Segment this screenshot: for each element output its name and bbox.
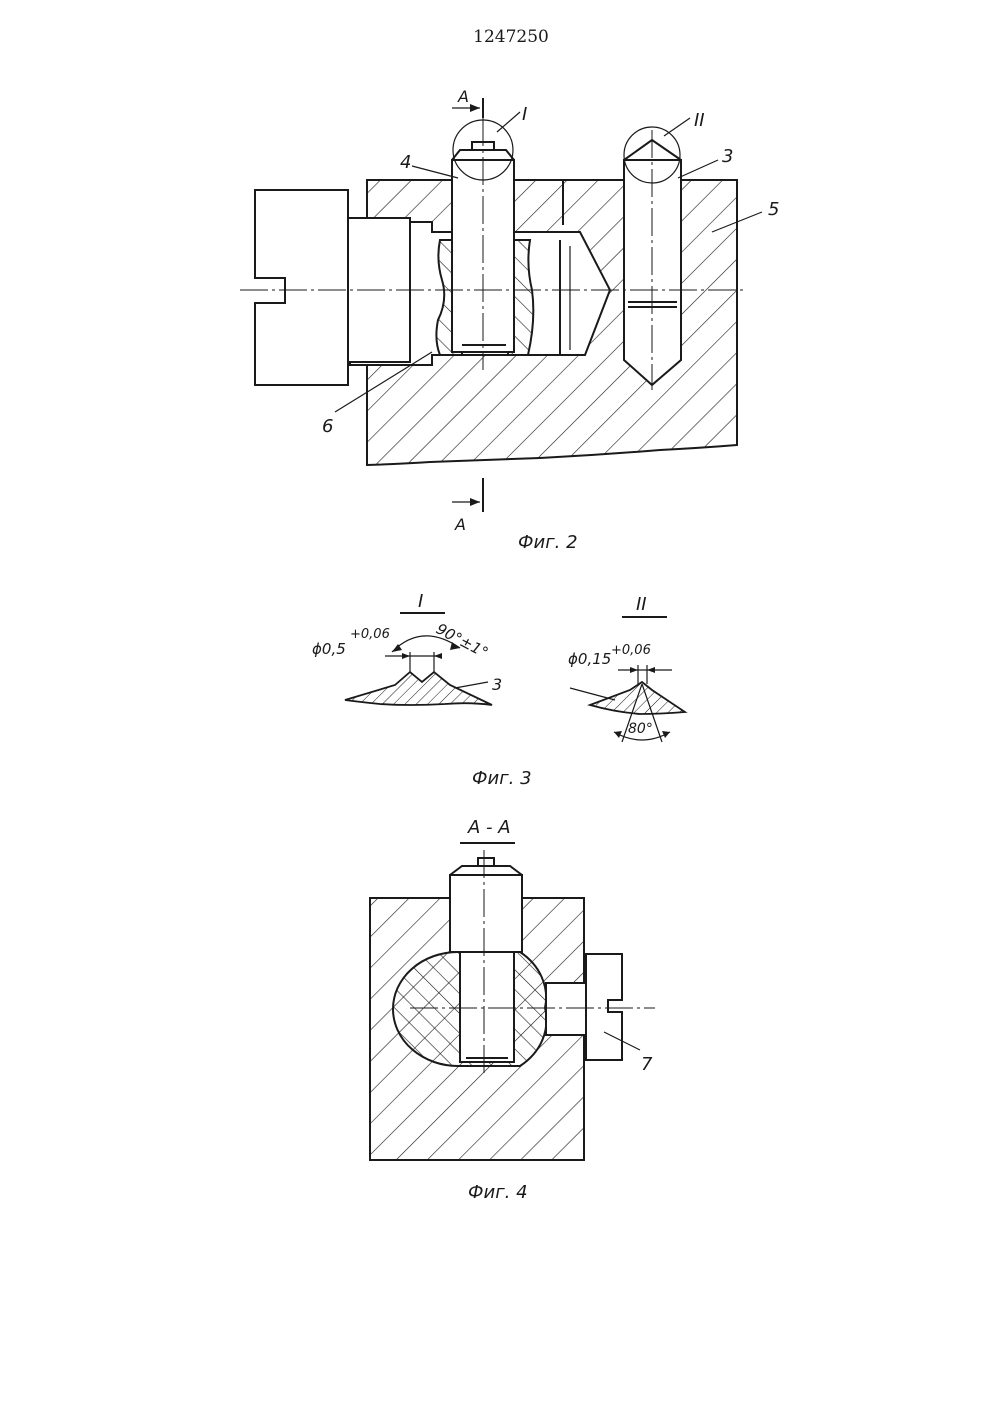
part-label-7: 7 <box>641 1054 653 1075</box>
section-pin <box>460 952 514 1062</box>
side-screw-7 <box>586 954 622 1060</box>
section-title: А - А <box>467 817 511 838</box>
detail-I-tip <box>345 672 492 705</box>
section-mark-top: А <box>457 87 469 106</box>
part-label-3: 3 <box>722 146 733 167</box>
part-label-6: 6 <box>322 416 333 437</box>
figure-4-caption: Фиг. 4 <box>468 1182 528 1203</box>
section-mark-bottom: А <box>454 515 466 534</box>
part-label-4: 4 <box>400 152 411 173</box>
detail-I-part-label: 3 <box>492 675 502 694</box>
detail-II-diameter-tol: +0,06 <box>611 643 651 658</box>
part-label-5: 5 <box>768 199 779 220</box>
detail-II-angle: 80° <box>628 721 653 737</box>
detail-I-diameter-tol: +0,06 <box>350 627 390 642</box>
detail-II-title: II <box>636 594 647 615</box>
patent-number: 1247250 <box>473 27 549 47</box>
figure-3: I ϕ0,5 +0,06 90°±1° 3 II ϕ0,15 +0,06 <box>312 591 685 789</box>
figure-3-caption: Фиг. 3 <box>472 768 532 789</box>
detail-I-title: I <box>418 591 423 612</box>
callout-II: II <box>694 110 705 131</box>
figure-2: А А I II 4 3 5 6 Фиг. 2 <box>240 87 779 553</box>
detail-II-diameter: ϕ0,15 <box>568 650 611 668</box>
detail-I-diameter: ϕ0,5 <box>312 640 346 658</box>
figure-4: А - А 7 Фиг. 4 <box>370 817 655 1203</box>
figure-2-caption: Фиг. 2 <box>518 532 578 553</box>
left-knob <box>255 190 348 385</box>
callout-I: I <box>522 104 527 125</box>
